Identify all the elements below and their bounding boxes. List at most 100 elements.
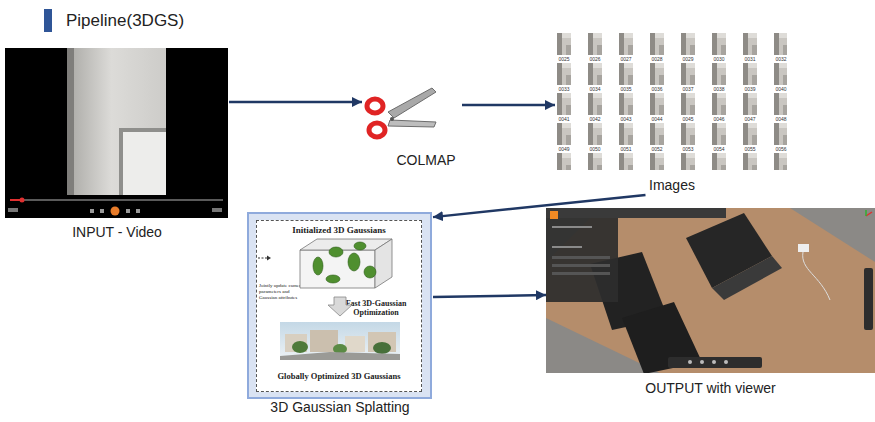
video-screenshot — [5, 48, 228, 218]
frame-number: 0028 — [645, 56, 669, 62]
flow-arrow — [433, 195, 645, 217]
method-node: 3D Gaussian Splatting Initialized 3D Gaus… — [247, 212, 433, 417]
node-caption: COLMAP — [390, 152, 462, 168]
figure-heading: Initialized 3D Gaussians — [257, 225, 421, 235]
video-screenshot — [123, 132, 166, 195]
flow-arrow — [229, 101, 362, 104]
frame-number: 0035 — [614, 86, 638, 92]
gaussian-cube — [300, 250, 375, 288]
scissors-icon — [367, 88, 436, 137]
viewer-screenshot — [552, 256, 610, 259]
viewer-screenshot — [865, 210, 867, 216]
viewer-screenshot — [712, 256, 782, 300]
rendered-scene-photo — [280, 322, 400, 360]
gaussian-cube — [364, 266, 376, 278]
frame-number: 0043 — [614, 116, 638, 122]
video-screenshot — [8, 208, 18, 212]
viewer-screenshot — [700, 360, 704, 364]
frame-number: 0036 — [645, 86, 669, 92]
video-screenshot — [90, 209, 94, 213]
frame-number: 0047 — [738, 116, 762, 122]
frame-number: 0032 — [769, 56, 793, 62]
scissors-icon — [390, 117, 394, 121]
frame-number: 0038 — [707, 86, 731, 92]
flow-arrow — [462, 104, 555, 107]
video-screenshot — [126, 209, 130, 213]
scissors-icon — [369, 123, 385, 137]
frame-number: 0054 — [707, 146, 731, 152]
input-dashed-arrow — [258, 256, 271, 261]
down-arrow — [328, 297, 352, 316]
tool-node: COLMAP — [362, 82, 462, 170]
frame-number: 0042 — [583, 116, 607, 122]
rendered-scene-photo — [280, 352, 400, 360]
video-screenshot — [111, 207, 120, 216]
viewer-screenshot — [546, 208, 875, 373]
figure-result: Globally Optimized 3D Gaussians — [257, 372, 421, 382]
frame-number: 0033 — [552, 86, 576, 92]
node-caption: 3D Gaussian Splatting — [247, 399, 433, 415]
frame-number: 0027 — [614, 56, 638, 62]
frame-number: 0031 — [738, 56, 762, 62]
gaussian-cube — [329, 247, 343, 257]
flow-arrow — [433, 295, 546, 297]
viewer-screenshot — [803, 252, 830, 300]
input-dashed-arrow — [267, 256, 271, 261]
viewer-screenshot — [546, 208, 875, 373]
video-screenshot — [212, 208, 222, 212]
frame-thumbnails — [557, 33, 787, 170]
frame-number: 0052 — [645, 146, 669, 152]
video-node: INPUT - Video — [5, 48, 229, 244]
title-marker — [44, 9, 52, 32]
frame-number: 0046 — [707, 116, 731, 122]
viewer-screenshot — [864, 268, 873, 330]
figure-step: Fast 3D-Gaussian Optimization — [333, 299, 419, 317]
diagram-title: Pipeline(3DGS) — [66, 9, 184, 33]
gaussian-cube — [300, 239, 392, 288]
viewer-screenshot — [712, 360, 716, 364]
frame-number: 0026 — [583, 56, 607, 62]
video-screenshot — [10, 199, 223, 201]
gaussian-cube — [313, 257, 323, 275]
video-screenshot — [5, 48, 228, 218]
rendered-scene-photo — [373, 342, 391, 354]
frame-number: 0056 — [769, 146, 793, 152]
frame-number: 0045 — [676, 116, 700, 122]
viewer-screenshot — [550, 211, 558, 219]
viewer-screenshot — [552, 246, 582, 248]
video-screenshot — [20, 198, 25, 203]
frame-number: 0039 — [738, 86, 762, 92]
frame-number: 0048 — [769, 116, 793, 122]
video-screenshot — [100, 209, 104, 213]
frame-number: 0037 — [676, 86, 700, 92]
frame-number: 0051 — [614, 146, 638, 152]
viewer-screenshot — [546, 218, 618, 302]
viewer-screenshot — [546, 208, 726, 218]
video-screenshot — [67, 48, 166, 195]
viewer-screenshot — [552, 272, 610, 275]
splatting-panel — [248, 213, 431, 398]
node-caption: INPUT - Video — [5, 224, 229, 240]
down-arrow — [328, 297, 352, 316]
video-screenshot — [136, 209, 140, 213]
frame-number: 0041 — [552, 116, 576, 122]
gaussian-cube — [300, 239, 392, 250]
gaussian-cube — [326, 275, 340, 283]
rendered-scene-photo — [280, 322, 400, 360]
viewer-screenshot — [552, 226, 592, 228]
frame-number: 0030 — [707, 56, 731, 62]
video-screenshot — [67, 48, 74, 195]
output-node: OUTPUT with viewer — [546, 208, 875, 398]
scissors-icon — [388, 120, 436, 127]
rendered-scene-photo — [333, 344, 347, 354]
frame-number: 0049 — [552, 146, 576, 152]
figure-note: Jointly update camera parameters and Gau… — [259, 283, 305, 300]
viewer-screenshot — [866, 212, 872, 216]
scissors-icon — [388, 88, 436, 118]
